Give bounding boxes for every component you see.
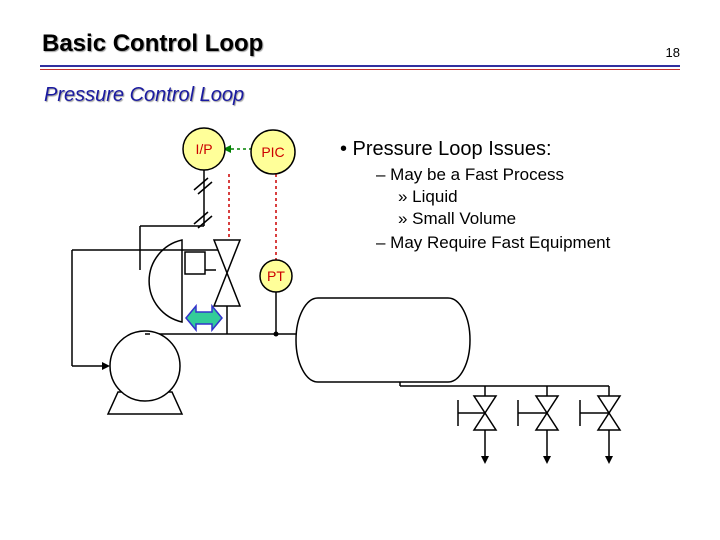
title-rule-blue bbox=[40, 65, 680, 67]
ip-label: I/P bbox=[195, 141, 212, 157]
bullet-sub-small-volume: » Small Volume bbox=[398, 209, 517, 228]
bullet-sub-liquid: » Liquid bbox=[398, 187, 458, 206]
bullet-heading: • Pressure Loop Issues: bbox=[340, 138, 552, 160]
slide-subtitle: Pressure Control Loop bbox=[44, 84, 245, 106]
outlet-valve-1 bbox=[457, 386, 498, 464]
pt-label: PT bbox=[267, 268, 285, 284]
outlet-valve-2 bbox=[517, 386, 560, 464]
slide-number: 18 bbox=[665, 45, 680, 60]
pic-label: PIC bbox=[261, 144, 284, 160]
slide-title: Basic Control Loop bbox=[42, 30, 264, 57]
bullet-item-fast-process: – May be a Fast Process bbox=[376, 165, 565, 184]
pump bbox=[106, 330, 184, 415]
title-rule-red bbox=[40, 69, 680, 70]
control-valve bbox=[212, 239, 242, 307]
ip-to-actuator-signal bbox=[139, 167, 213, 270]
tank bbox=[295, 297, 471, 383]
bidirectional-arrow bbox=[185, 303, 223, 333]
outlet-valve-3 bbox=[579, 386, 622, 464]
pic-controller: PIC bbox=[250, 129, 296, 175]
bullet-item-fast-equipment: – May Require Fast Equipment bbox=[376, 233, 611, 252]
bullet-list: • Pressure Loop Issues: – May be a Fast … bbox=[340, 138, 610, 253]
pt-transmitter: PT bbox=[259, 259, 293, 293]
actuator-stem-box bbox=[184, 251, 206, 275]
ip-transducer: I/P bbox=[182, 127, 226, 171]
valve-actuator bbox=[148, 239, 183, 323]
